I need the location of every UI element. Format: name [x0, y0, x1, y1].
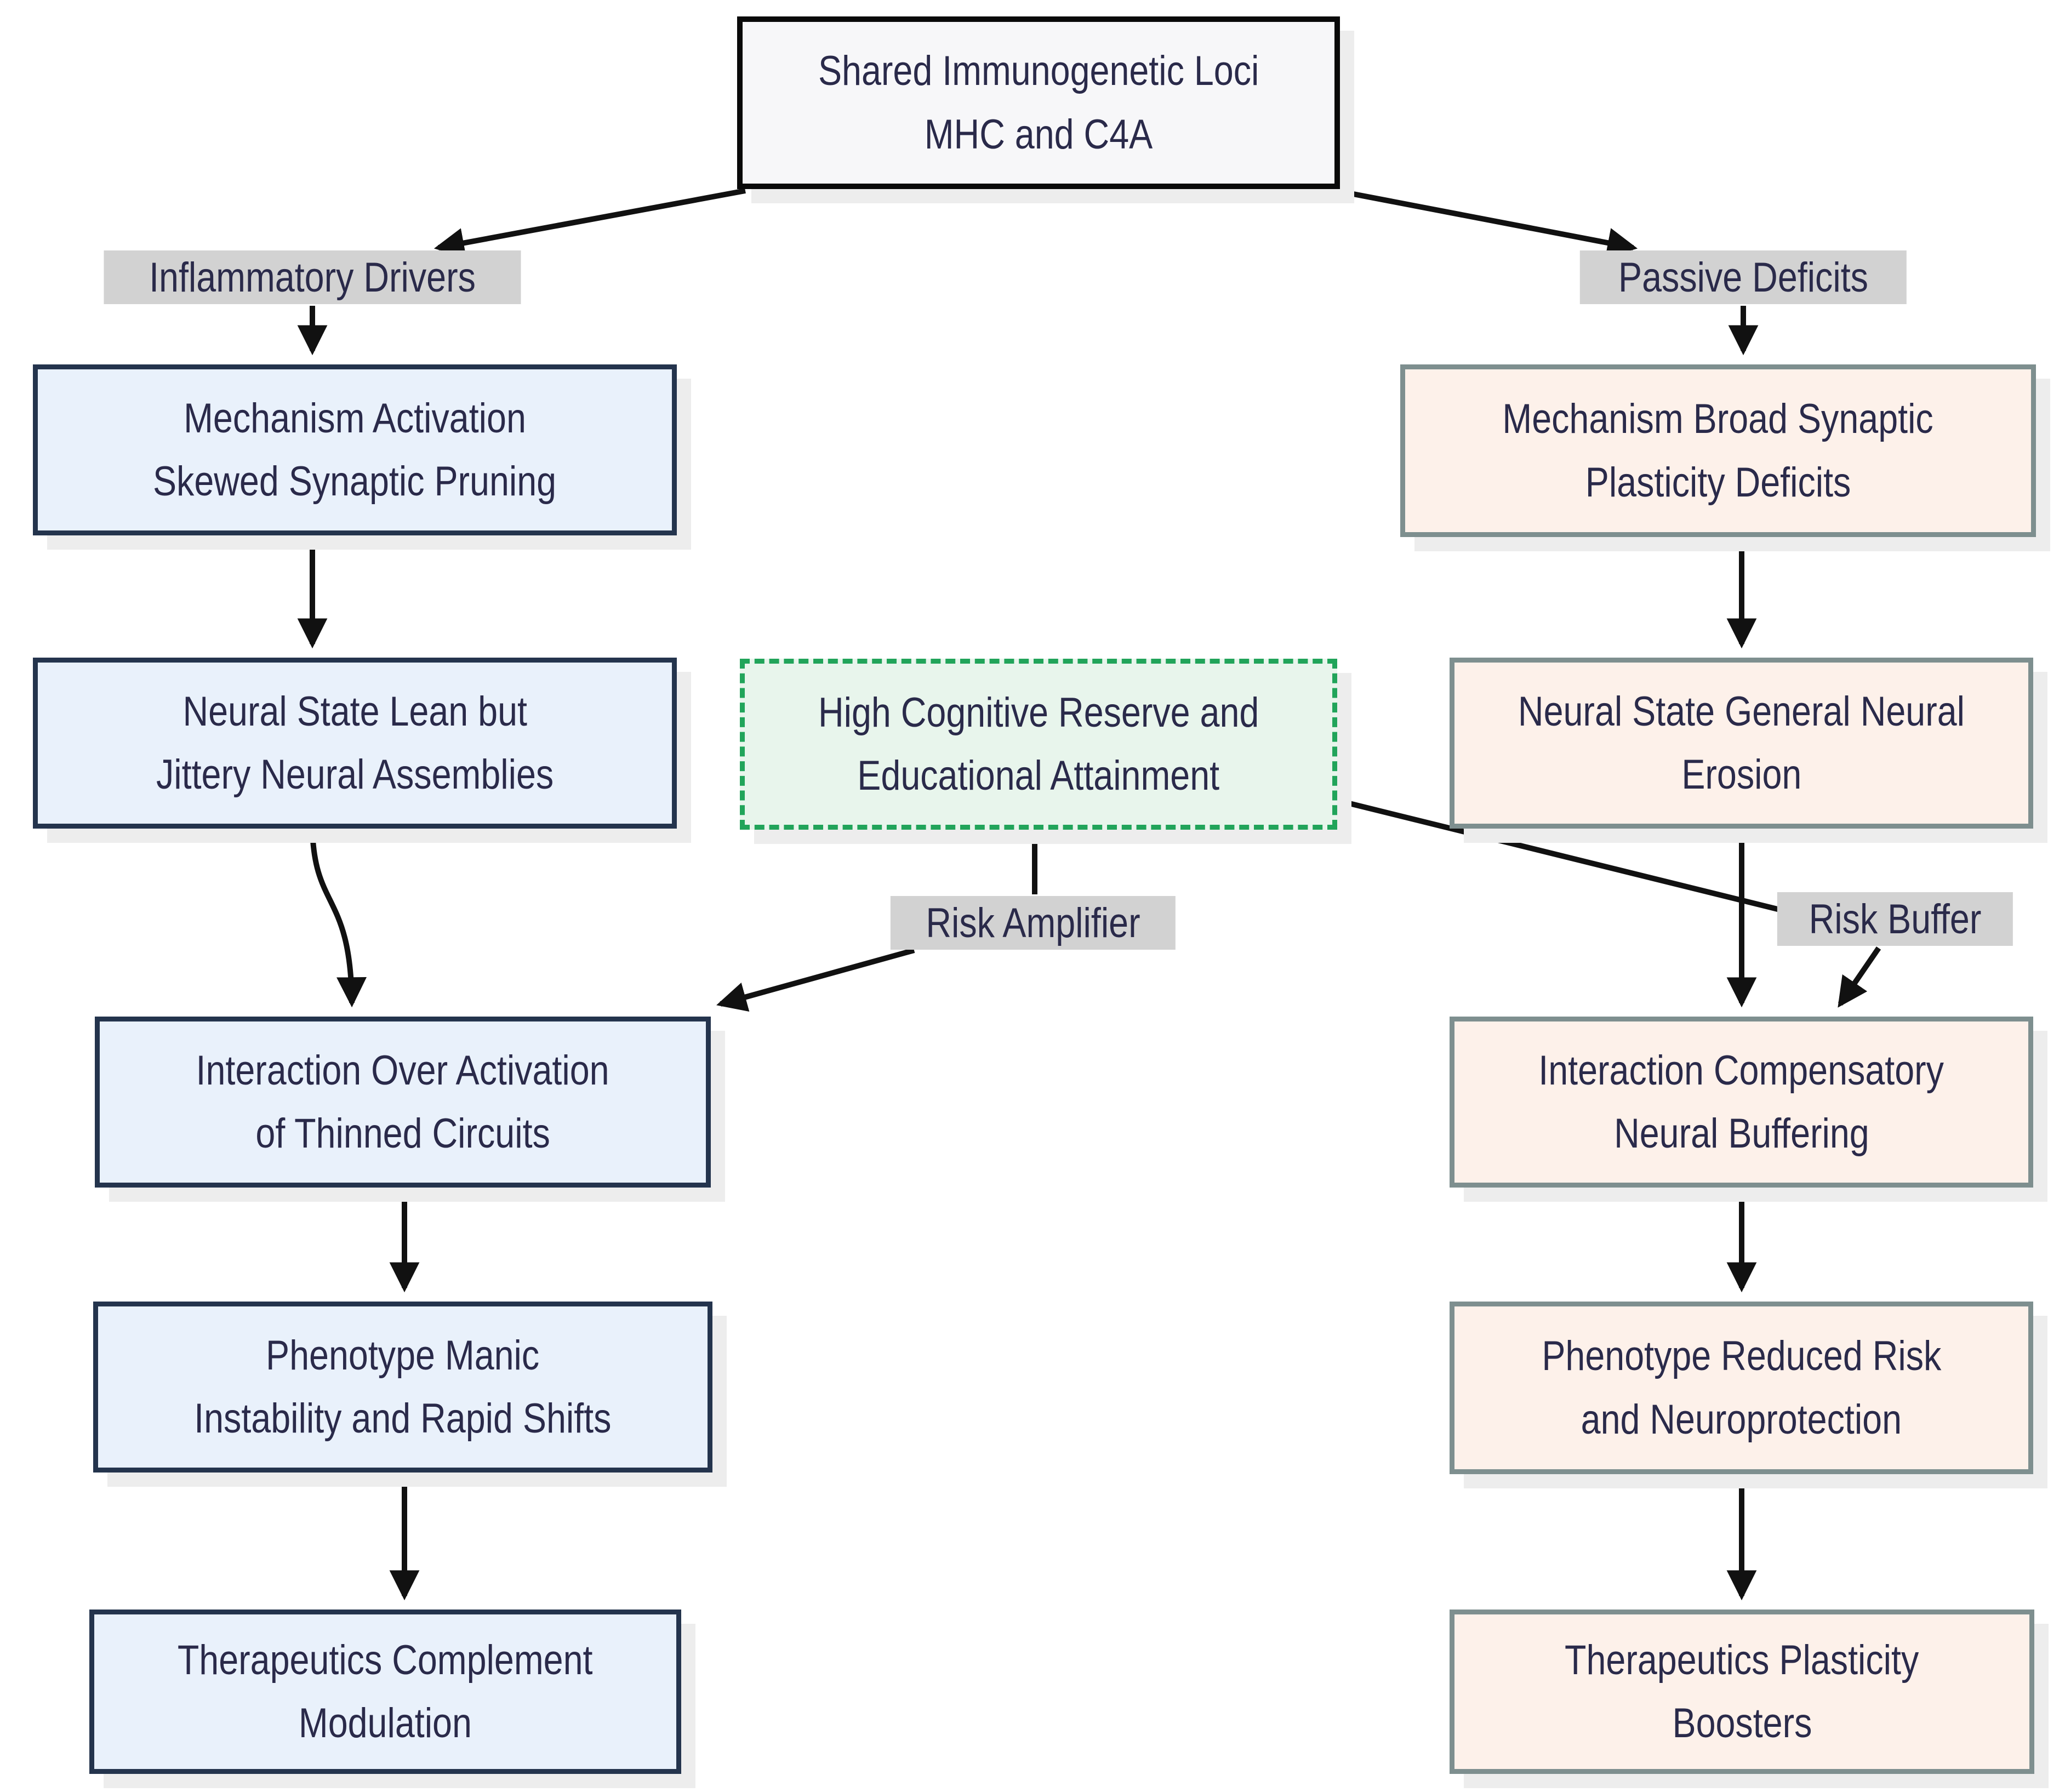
node-text-line: Skewed Synaptic Pruning — [153, 458, 557, 505]
node-text-line: of Thinned Circuits — [255, 1110, 550, 1157]
node-general-neural-erosion: Neural State General Neural Erosion — [1450, 658, 2033, 829]
node-text-line: Shared Immunogenetic Loci — [818, 48, 1259, 95]
node-text-line: Neural Buffering — [1613, 1110, 1869, 1157]
edge-neural-left-to-interaction-left — [310, 829, 367, 1008]
node-complement-modulation: Therapeutics Complement Modulation — [89, 1610, 681, 1774]
node-text-line: Interaction Compensatory — [1538, 1047, 1944, 1094]
edge-label-risk-amplifier: Risk Amplifier — [890, 896, 1176, 950]
node-text-line: and Neuroprotection — [1581, 1396, 1902, 1443]
node-cognitive-reserve: High Cognitive Reserve and Educational A… — [740, 659, 1337, 830]
edge-buffer-label-to-interaction-right — [1838, 946, 1881, 1008]
edge-reserve-to-buffer-label — [1339, 798, 1799, 917]
node-mechanism-activation: Mechanism Activation Skewed Synaptic Pru… — [33, 364, 677, 535]
node-reduced-risk-neuroprotection: Phenotype Reduced Risk and Neuroprotecti… — [1450, 1302, 2033, 1474]
node-compensatory-neural-buffering: Interaction Compensatory Neural Bufferin… — [1450, 1017, 2033, 1188]
node-text-line: Neural State General Neural — [1518, 688, 1965, 735]
node-manic-instability: Phenotype Manic Instability and Rapid Sh… — [93, 1302, 712, 1473]
node-text-line: Erosion — [1681, 751, 1802, 798]
node-text-line: Interaction Over Activation — [196, 1047, 610, 1094]
node-text-line: Plasticity Deficits — [1585, 459, 1851, 506]
node-text-line: Therapeutics Complement — [178, 1636, 593, 1683]
node-text-line: Phenotype Reduced Risk — [1541, 1333, 1941, 1380]
edge-amplifier-label-to-interaction-left — [716, 948, 915, 1012]
node-text-line: Therapeutics Plasticity — [1565, 1636, 1919, 1683]
node-text-line: Phenotype Manic — [266, 1332, 540, 1379]
node-text-line: Educational Attainment — [857, 752, 1220, 799]
node-plasticity-boosters: Therapeutics Plasticity Boosters — [1450, 1610, 2034, 1774]
edge-label-inflammatory-drivers: Inflammatory Drivers — [104, 250, 521, 304]
node-text-line: Neural State Lean but — [182, 688, 527, 735]
node-text-line: High Cognitive Reserve and — [818, 689, 1259, 736]
edge-label-passive-deficits: Passive Deficits — [1579, 250, 1907, 304]
edge-label-risk-buffer: Risk Buffer — [1777, 892, 2013, 946]
edge-root-to-inflammatory-label — [433, 188, 746, 258]
edge-root-to-passive-label — [1336, 188, 1638, 258]
node-text-line: Mechanism Activation — [184, 395, 526, 442]
node-broad-plasticity-deficits: Mechanism Broad Synaptic Plasticity Defi… — [1400, 364, 2036, 537]
node-text-line: Jittery Neural Assemblies — [156, 751, 554, 798]
node-text-line: Mechanism Broad Synaptic — [1502, 396, 1934, 443]
node-lean-jittery-assemblies: Neural State Lean but Jittery Neural Ass… — [33, 658, 677, 829]
node-over-activation-thinned-circuits: Interaction Over Activation of Thinned C… — [95, 1017, 711, 1188]
node-text-line: MHC and C4A — [924, 111, 1153, 158]
node-text-line: Boosters — [1672, 1700, 1812, 1747]
node-shared-immunogenetic-loci: Shared Immunogenetic Loci MHC and C4A — [737, 16, 1340, 189]
node-text-line: Instability and Rapid Shifts — [194, 1395, 612, 1442]
node-text-line: Modulation — [298, 1700, 472, 1747]
